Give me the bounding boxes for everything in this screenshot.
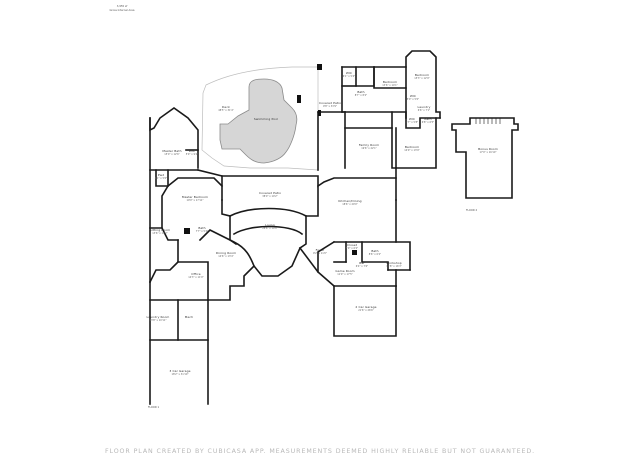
bedroom-a-dim: 13'6" x 14'1" <box>382 84 398 87</box>
laundry-label: Laundry <box>418 105 431 109</box>
sitting-room-dim: 13'6" x 14'2" <box>152 232 168 235</box>
bath-a-dim: 8'7" x 8'2" <box>355 94 368 97</box>
closet-label: Closet <box>347 243 358 247</box>
disclaimer-footer: FLOOR PLAN CREATED BY CUBICASA APP. MEAS… <box>104 448 536 455</box>
workshop-dim: 14'8" x 16'3" <box>386 265 402 268</box>
deck-dim: 48'5" x 31'4" <box>218 109 234 112</box>
bedroom-a-label: Bedroom <box>383 80 397 84</box>
family-room-dim: 19'6" x 22'1" <box>361 147 377 150</box>
two-car-garage-label: 2 Car Garage <box>355 305 376 309</box>
wic-b-label: WIC <box>410 94 416 98</box>
bath-b-dim: 6'8" x 6'5" <box>422 121 435 124</box>
sitting-room-label: Sitting Room <box>150 228 170 232</box>
floor2-walls <box>451 117 519 199</box>
bedroom-b-label: Bedroom <box>415 73 429 77</box>
kitchen-dining-label: Kitchen/Dining <box>338 199 361 203</box>
office-label: Office <box>191 272 200 276</box>
bath-d-label: Bath <box>371 249 378 253</box>
area-summary: 3,955 sf <box>117 4 128 8</box>
living-label: Living <box>265 223 275 227</box>
bonus-room-label: Bonus Room <box>478 147 498 151</box>
laundry-dim: 6'6" x 7'1" <box>418 109 431 112</box>
room-labels: Deck 48'5" x 31'4" Swimming Pool Covered… <box>147 71 498 376</box>
wic-c-dim: 4'7" x 5'8" <box>406 121 419 124</box>
workshop-label: Workshop <box>386 261 402 265</box>
bath-d-dim: 8'6" x 6'2" <box>369 253 382 256</box>
covered-patio-mid-dim: 38'0" x 10'2" <box>262 195 278 198</box>
laundry-room-dim: 13'8" x 10'11" <box>149 319 166 322</box>
bath-c-dim: 7'7" x 5'4" <box>196 230 209 233</box>
wic-a-dim: 6'1" x 5'4" <box>343 75 356 78</box>
area-caption: Gross Internal Area <box>110 8 135 12</box>
bar-label: Bar <box>359 261 365 265</box>
covered-patio-top-label: Covered Patio <box>319 101 341 105</box>
wic-a-label: WIC <box>346 71 352 75</box>
laundry-room-label: Laundry Room <box>147 315 170 319</box>
bath-b-label: Bath <box>424 117 431 121</box>
floor1-walls <box>148 50 441 405</box>
mech-label: Mech <box>185 315 193 319</box>
bath-c-label: Bath <box>198 226 205 230</box>
master-bedroom-label: Master Bedroom <box>182 195 208 199</box>
covered-patio-mid-label: Covered Patio <box>259 191 281 195</box>
family-room-label: Family Room <box>359 143 379 147</box>
wic-d-dim: 5'9" x 9'4" <box>186 153 199 156</box>
dining-room-dim: 14'6" x 13'4" <box>218 255 234 258</box>
foyer-label: Foyer <box>316 248 325 252</box>
master-bedroom-dim: 19'0" x 17'11" <box>186 199 203 202</box>
bedroom-c-dim: 14'9" x 13'9" <box>404 149 420 152</box>
dining-room-label: Dining Room <box>216 251 236 255</box>
office-dim: 14'3" x 11'0" <box>188 276 204 279</box>
game-room-dim: 11'9" x 17'5" <box>337 273 353 276</box>
bedroom-c-label: Bedroom <box>405 145 419 149</box>
deck-label: Deck <box>222 105 230 109</box>
bar-dim: 6'4" x 7'6" <box>356 265 369 268</box>
bonus-room-dim: 17'0" x 16'10" <box>479 151 496 154</box>
bath-a-label: Bath <box>357 90 364 94</box>
pwd-dim: 4'1" x 5'0" <box>155 177 168 180</box>
closet-dim: 5'9" x 6'2" <box>346 247 359 250</box>
living-dim: 28'6" x 19'8" <box>262 227 278 230</box>
swimming-pool-label: Swimming Pool <box>254 117 278 121</box>
pwd-label: Pwd <box>158 173 164 177</box>
wic-d-label: WIC <box>189 149 195 153</box>
covered-patio-top-dim: 9'8" x 33'9" <box>323 105 337 108</box>
game-room-label: Game Room <box>335 269 354 273</box>
floor2-label: FLOOR 2 <box>466 208 478 212</box>
master-bath-label: Master Bath <box>162 149 181 153</box>
three-car-garage-dim: 18'2" x 31'10" <box>171 373 188 376</box>
deck-outline <box>201 66 319 171</box>
wic-c-label: WIC <box>409 117 415 121</box>
floor1-label: FLOOR 1 <box>148 405 160 409</box>
two-car-garage-dim: 21'6" x 26'6" <box>358 309 374 312</box>
swimming-pool-shape <box>219 78 298 164</box>
bedroom-b-dim: 15'3" x 12'9" <box>414 77 430 80</box>
master-bath-dim: 15'0" x 12'6" <box>164 153 180 156</box>
wic-b-dim: 5'0" x 5'0" <box>407 98 420 101</box>
foyer-dim: 9'2" x 11'0" <box>313 252 327 255</box>
kitchen-dining-dim: 18'6" x 20'0" <box>342 203 358 206</box>
three-car-garage-label: 3 Car Garage <box>169 369 190 373</box>
